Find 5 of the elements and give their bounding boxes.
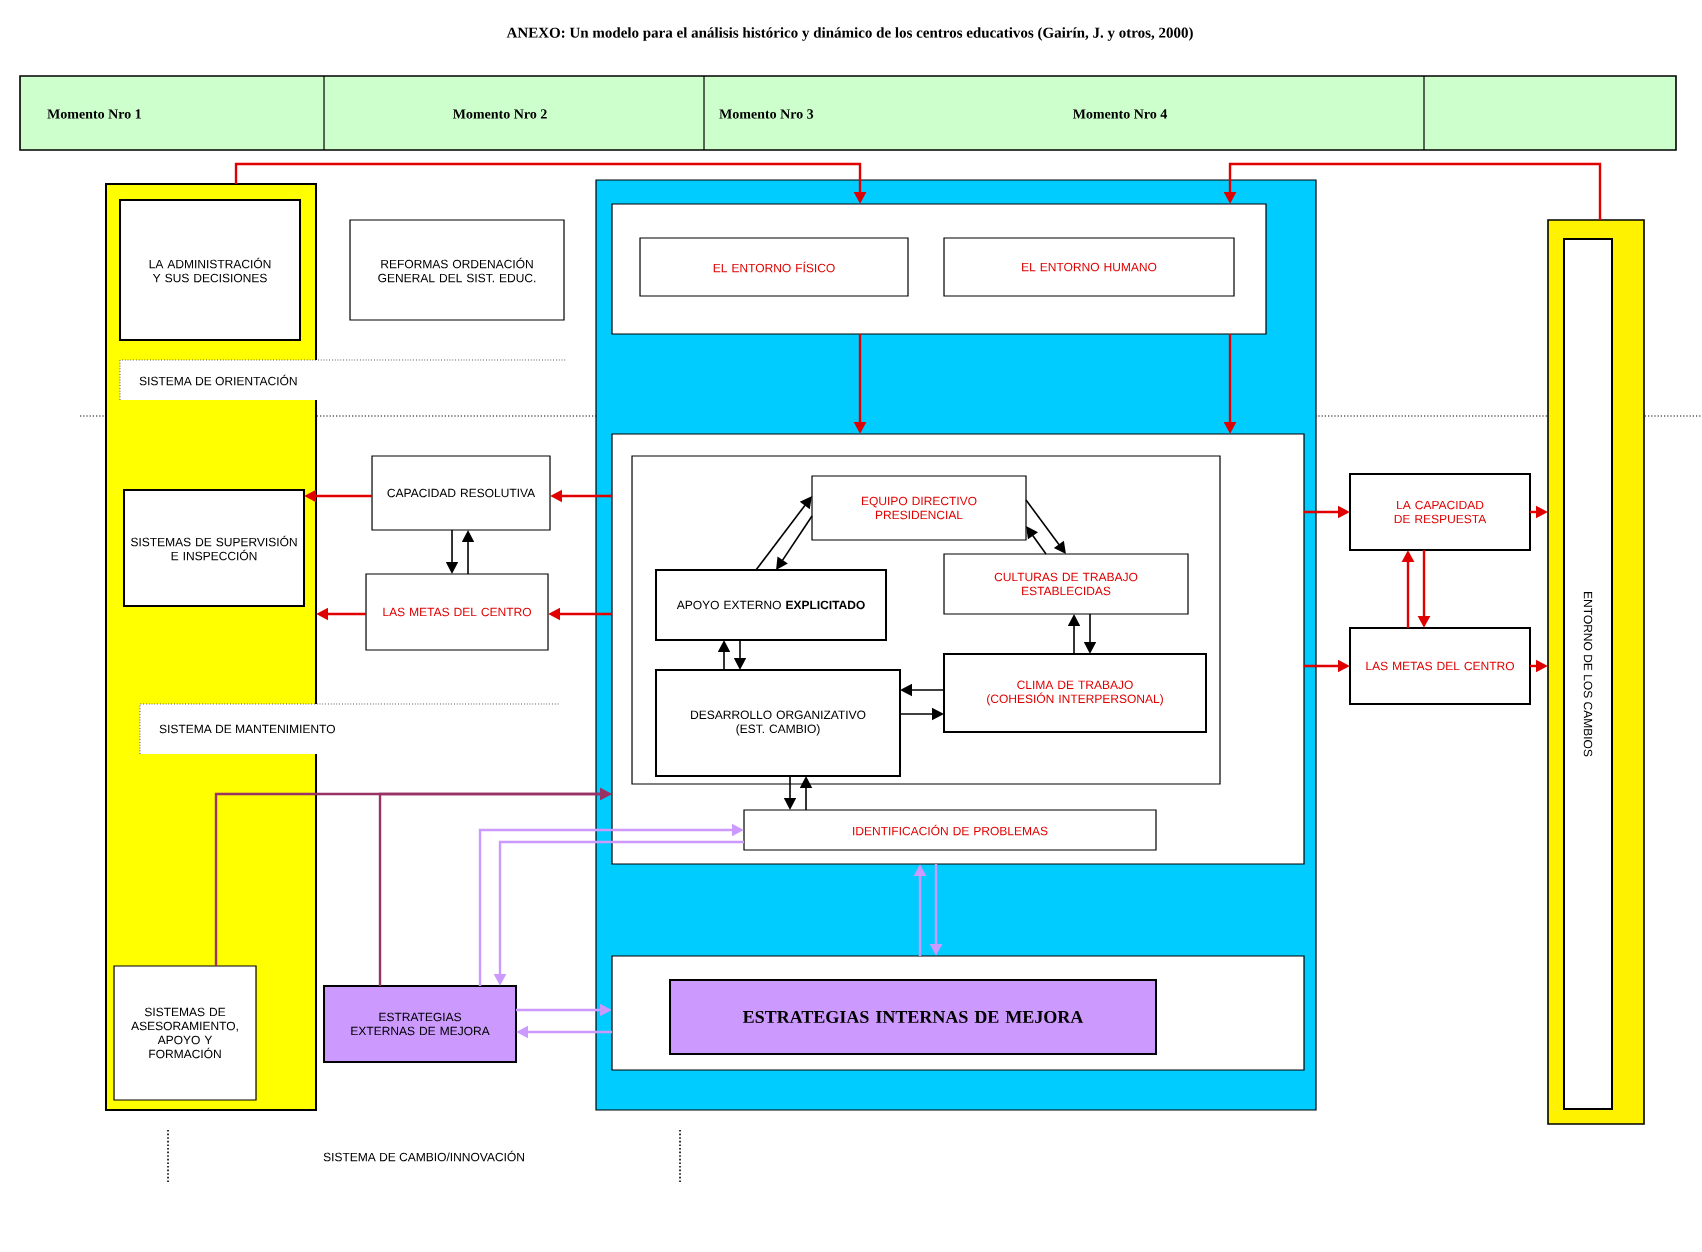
arrow	[776, 515, 813, 570]
arrow	[1025, 499, 1066, 554]
arrow	[755, 496, 812, 571]
arrow	[1026, 526, 1047, 555]
process-box: ESTRATEGIAS INTERNAS DE MEJORA	[669, 979, 1157, 1055]
